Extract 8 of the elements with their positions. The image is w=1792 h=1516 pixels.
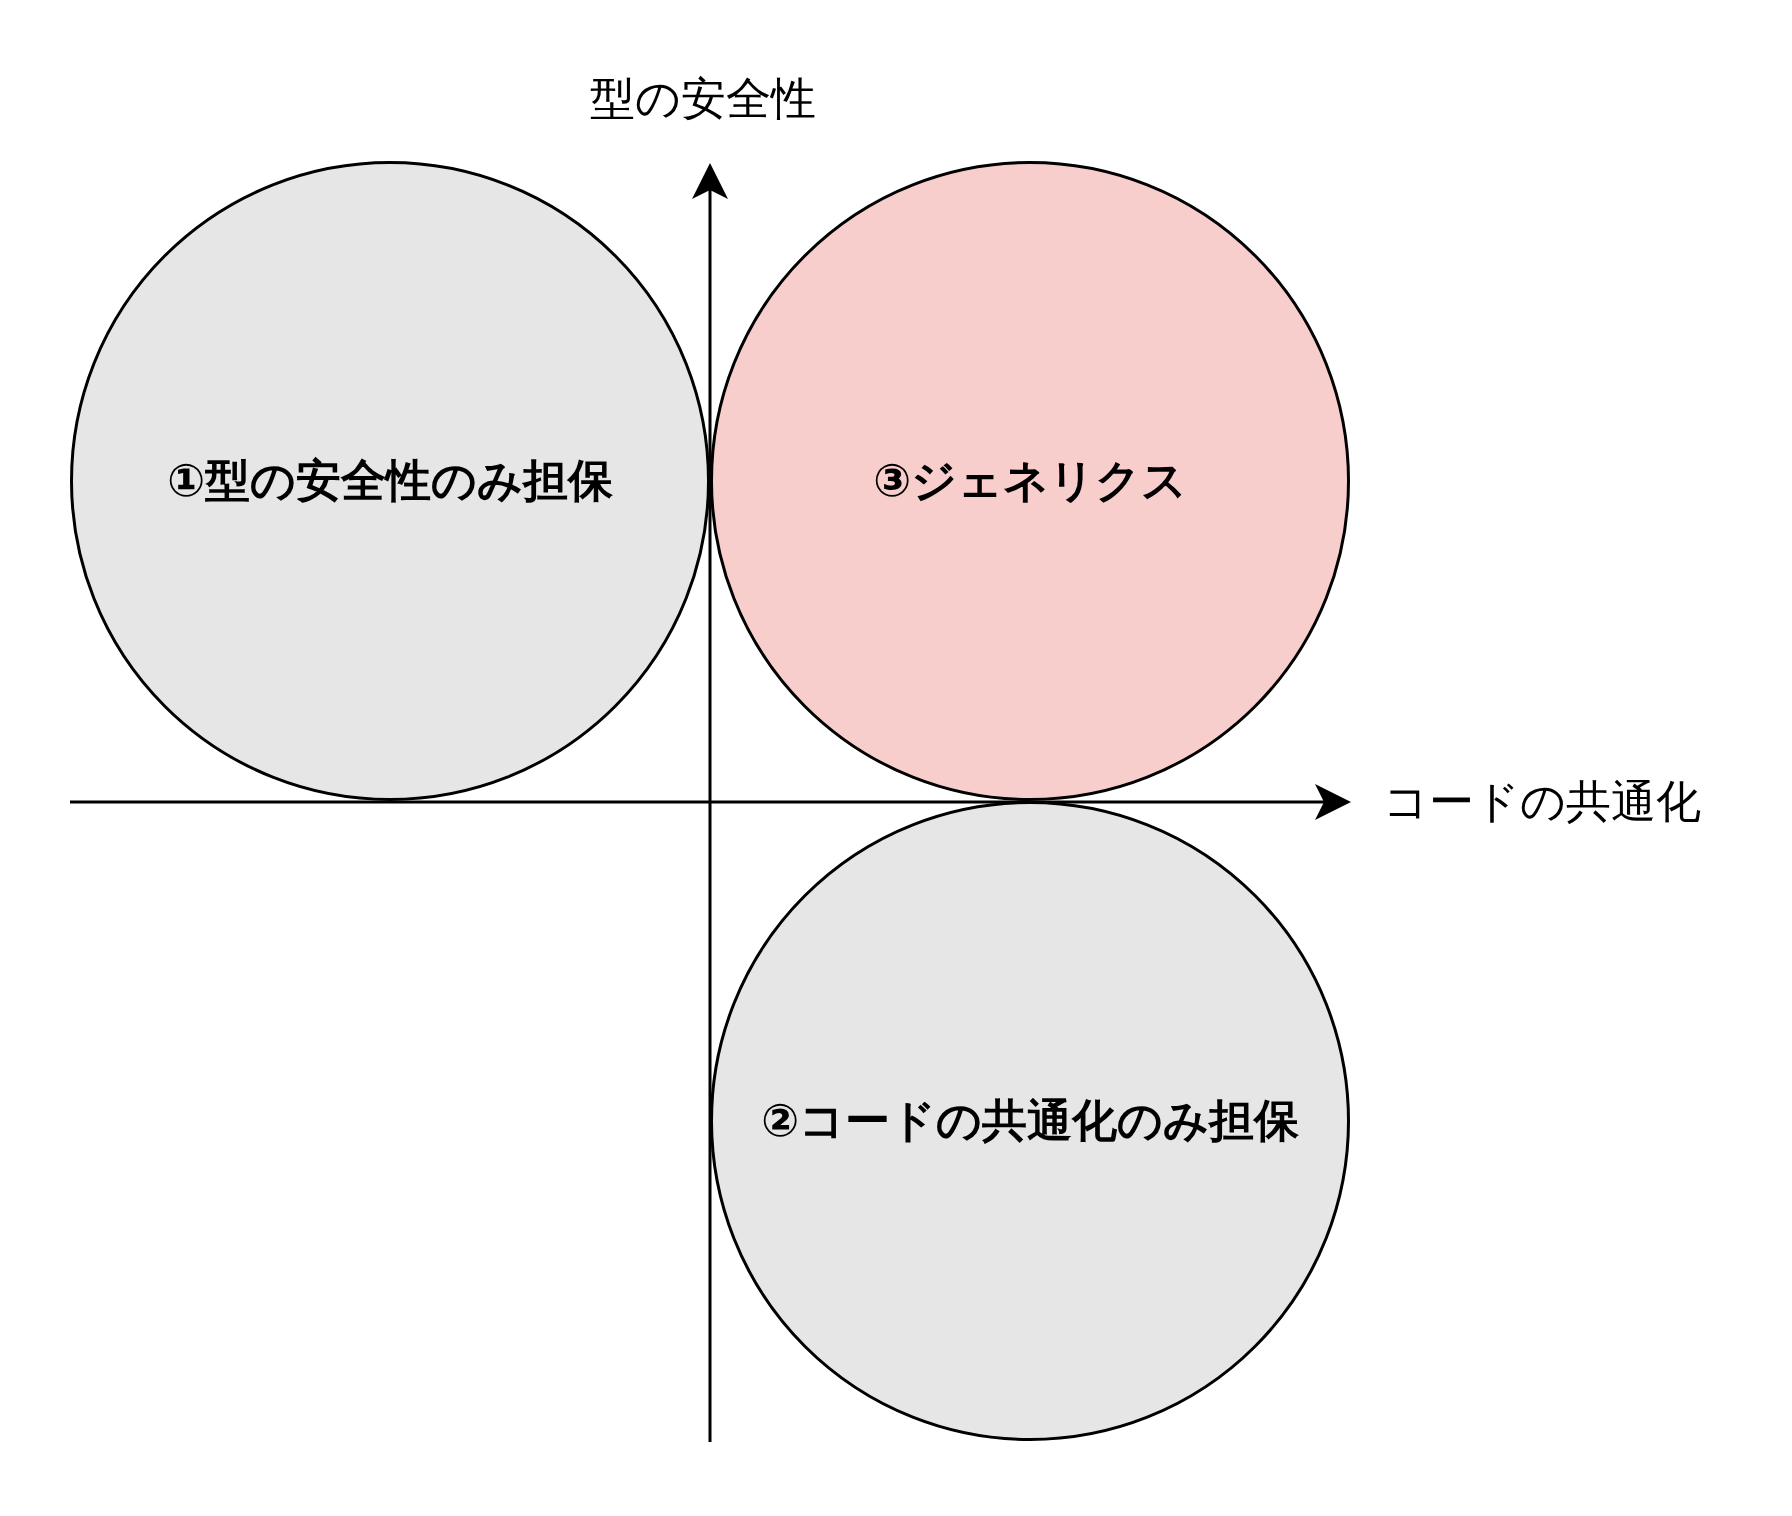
axis-label: 型の安全性 (590, 72, 816, 126)
category-circle (70, 161, 710, 801)
axis-label: コードの共通化 (1383, 775, 1701, 829)
category-circle (710, 161, 1350, 801)
circle-label: ②コードの共通化のみ担保 (759, 1094, 1301, 1148)
circle-label: ①型の安全性のみ担保 (165, 454, 615, 508)
category-circle (710, 801, 1350, 1441)
circle-label: ③ジェネリクス (871, 454, 1189, 508)
